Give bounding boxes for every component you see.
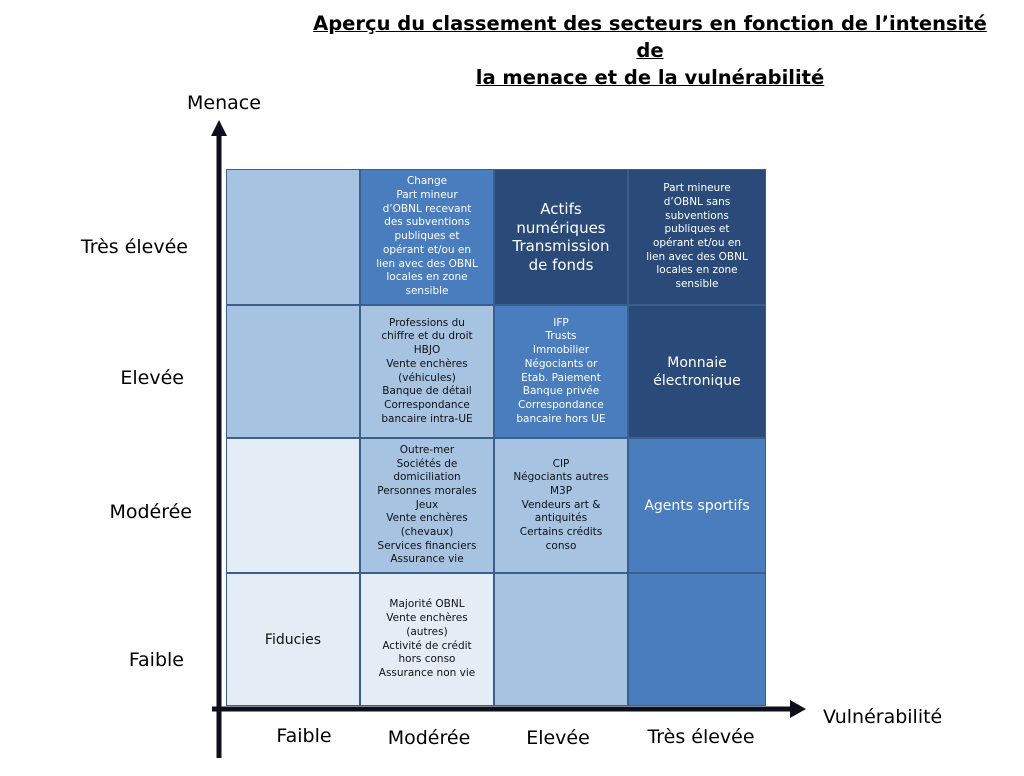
cell-label: IFP Trusts Immobilier Négociants or Etab…: [516, 316, 606, 425]
cell-moderee-faible: [226, 438, 360, 573]
y-level-faible: Faible: [128, 649, 184, 671]
cell-elevee-elevee: IFP Trusts Immobilier Négociants or Etab…: [494, 305, 628, 438]
x-level-faible: Faible: [276, 725, 332, 747]
cell-tres-elevee-elevee: Actifs numériques Transmission de fonds: [494, 169, 628, 305]
cell-faible-elevee: [494, 573, 628, 706]
cell-tres-elevee-moderee: Change Part mineur d’OBNL recevant des s…: [360, 169, 494, 305]
x-axis-arrow-icon: [790, 700, 806, 718]
cell-label: Part mineure d’OBNL sans subventions pub…: [646, 182, 748, 291]
x-level-elevee: Elevée: [526, 727, 590, 749]
cell-moderee-elevee: CIP Négociants autres M3P Vendeurs art &…: [494, 438, 628, 573]
cell-faible-moderee: Majorité OBNL Vente enchères (autres) Ac…: [360, 573, 494, 706]
cell-elevee-moderee: Professions du chiffre et du droit HBJO …: [360, 305, 494, 438]
cell-label: Majorité OBNL Vente enchères (autres) Ac…: [378, 598, 476, 679]
x-level-tres-elevee: Très élevée: [647, 726, 755, 748]
cell-moderee-tres-elevee: Agents sportifs: [628, 438, 766, 573]
y-axis-arrow-icon: [211, 120, 227, 136]
cell-label: Fiducies: [264, 631, 322, 648]
y-level-elevee: Elevée: [120, 367, 184, 389]
cell-elevee-tres-elevee: Monnaie électronique: [628, 305, 766, 438]
x-axis-title: Vulnérabilité: [823, 706, 943, 728]
cell-label: Change Part mineur d’OBNL recevant des s…: [376, 175, 478, 297]
cell-label: Actifs numériques Transmission de fonds: [512, 200, 610, 274]
cell-label: Monnaie électronique: [653, 354, 741, 389]
x-level-moderee: Modérée: [387, 727, 471, 749]
cell-label: Professions du chiffre et du droit HBJO …: [381, 316, 473, 425]
cell-label: Outre-mer Sociétés de domiciliation Pers…: [377, 443, 477, 566]
cell-tres-elevee-faible: [226, 169, 360, 305]
cell-elevee-faible: [226, 305, 360, 438]
page-title: Aperçu du classement des secteurs en fon…: [313, 12, 987, 89]
cell-label: Agents sportifs: [644, 497, 750, 514]
y-level-tres-elevee: Très élevée: [80, 236, 188, 258]
cell-faible-faible: Fiducies: [226, 573, 360, 706]
y-level-moderee: Modérée: [109, 501, 192, 523]
cell-faible-tres-elevee: [628, 573, 766, 706]
y-axis-title: Menace: [187, 92, 261, 114]
cell-label: CIP Négociants autres M3P Vendeurs art &…: [513, 457, 609, 552]
cell-tres-elevee-tres-elevee: Part mineure d’OBNL sans subventions pub…: [628, 169, 766, 305]
cell-moderee-moderee: Outre-mer Sociétés de domiciliation Pers…: [360, 438, 494, 573]
